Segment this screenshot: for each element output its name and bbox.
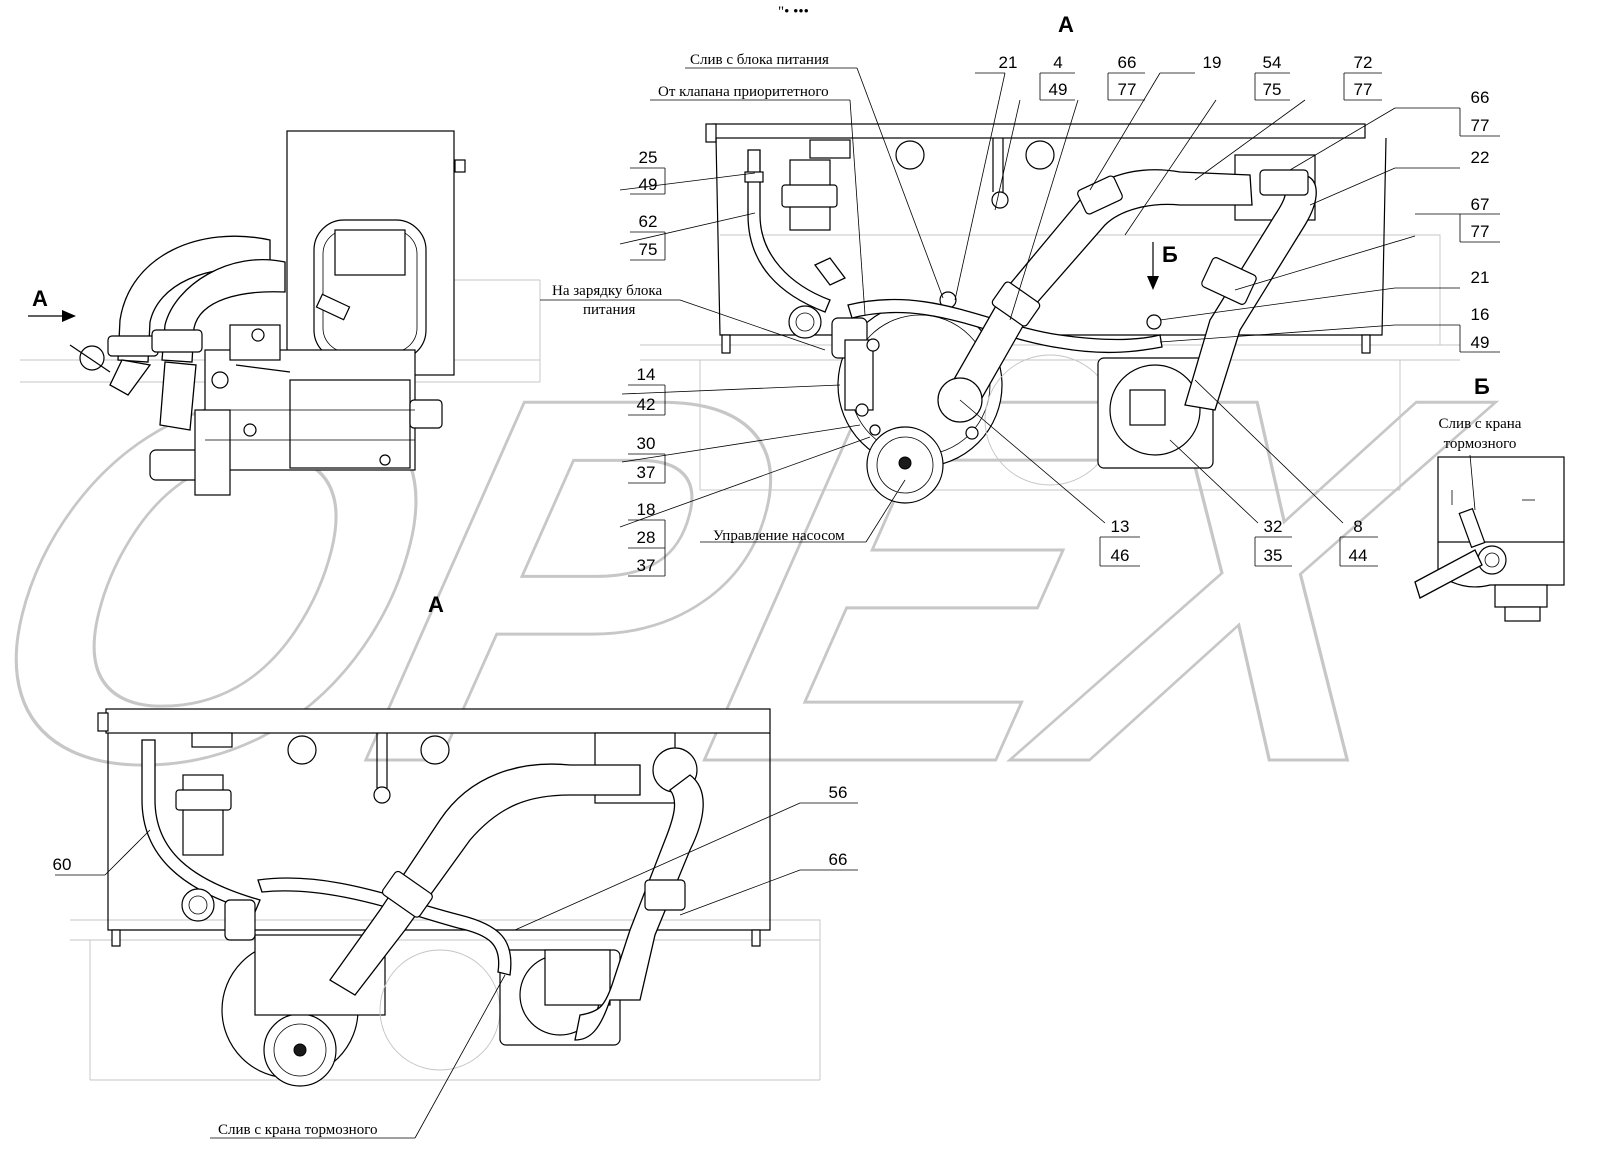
- pos-top-6: 72 77: [1343, 53, 1382, 101]
- pos-number: 67: [1471, 195, 1490, 214]
- pos-number: 8: [1353, 517, 1362, 536]
- pos-number: 46: [1111, 546, 1130, 565]
- leader-lines: [55, 67, 1476, 1139]
- pos-number: 77: [1354, 80, 1373, 99]
- header-mark: "• •••: [778, 4, 809, 20]
- pos-number: 16: [1471, 305, 1490, 324]
- pos-left-2: 62 75: [630, 212, 666, 261]
- pos-number: 32: [1264, 517, 1283, 536]
- pos-top-2: 4 49: [1039, 53, 1075, 101]
- pos-number: 49: [639, 175, 658, 194]
- pos-right-1: 66 77: [1459, 88, 1500, 137]
- pos-right-2: 22: [1471, 148, 1490, 167]
- pos-number: 22: [1471, 148, 1490, 167]
- pos-right-5: 16 49: [1459, 305, 1500, 353]
- lower-view-a: А: [70, 708, 821, 1087]
- callout-drain-power-unit: Слив с блока питания: [690, 52, 829, 68]
- view-b-detail: Б Б: [1147, 242, 1565, 622]
- pos-left-1: 25 49: [630, 148, 666, 195]
- view-arrow-a: А: [28, 286, 76, 322]
- pos-number: 18: [637, 500, 656, 519]
- pos-number: 77: [1471, 116, 1490, 135]
- pos-bottom-3: 8 44: [1339, 517, 1378, 567]
- side-view-label: А: [428, 592, 444, 617]
- pos-lower-56: 56: [829, 783, 848, 802]
- callout-from-priority-valve: От клапана приоритетного: [658, 84, 829, 100]
- pos-number: 37: [637, 463, 656, 482]
- callout-to-power-unit-charge-2: питания: [583, 302, 636, 318]
- position-numbers: 21 4 49 66 77 19 54 75 72: [53, 53, 1500, 874]
- pos-top-1: 21: [999, 53, 1018, 72]
- pos-number: 77: [1471, 222, 1490, 241]
- pos-number: 42: [637, 395, 656, 414]
- pos-bottom-2: 32 35: [1254, 517, 1292, 567]
- pos-number: 37: [637, 556, 656, 575]
- callout-brake-valve-drain-b-1: Слив с крана: [1439, 416, 1522, 432]
- callout-texts: Слив с блока питания От клапана приорите…: [218, 52, 1522, 1138]
- pos-number: 21: [999, 53, 1018, 72]
- side-view: А А: [20, 130, 541, 617]
- callout-brake-valve-drain-b-2: тормозного: [1444, 436, 1517, 452]
- pos-number: 72: [1354, 53, 1373, 72]
- pos-right-3: 67 77: [1415, 195, 1500, 243]
- pos-number: 19: [1203, 53, 1222, 72]
- pos-left-4: 30 37: [628, 434, 666, 484]
- view-arrow-b-letter: Б: [1162, 242, 1178, 267]
- callout-pump-control: Управление насосом: [713, 528, 845, 544]
- pos-number: 66: [1118, 53, 1137, 72]
- pos-number: 75: [639, 240, 658, 259]
- pos-top-4: 19: [1203, 53, 1222, 72]
- view-arrow-b: Б: [1147, 242, 1178, 290]
- pos-number: 35: [1264, 546, 1283, 565]
- pos-number: 44: [1349, 546, 1368, 565]
- pos-number: 4: [1053, 53, 1062, 72]
- pos-right-4: 21: [1471, 268, 1490, 287]
- pos-top-5: 54 75: [1254, 53, 1290, 101]
- pos-number: 28: [637, 528, 656, 547]
- pos-bottom-1: 13 46: [1099, 517, 1140, 567]
- main-view-title: А: [1058, 12, 1074, 37]
- pos-number: 30: [637, 434, 656, 453]
- pos-number: 49: [1471, 333, 1490, 352]
- pos-number: 21: [1471, 268, 1490, 287]
- pos-left-3: 14 42: [628, 365, 666, 416]
- pos-number: 14: [637, 365, 656, 384]
- view-b-title: Б: [1474, 374, 1490, 399]
- pos-left-5: 18 28 37: [628, 500, 666, 577]
- pos-number: 62: [639, 212, 658, 231]
- callout-to-power-unit-charge-1: На зарядку блока: [552, 283, 662, 299]
- pos-number: 13: [1111, 517, 1130, 536]
- pos-number: 75: [1263, 80, 1282, 99]
- pos-number: 25: [639, 148, 658, 167]
- pos-number: 49: [1049, 80, 1068, 99]
- pos-number: 54: [1263, 53, 1282, 72]
- main-view-a: А: [640, 12, 1460, 504]
- view-arrow-a-letter: А: [32, 286, 48, 311]
- pos-top-3: 66 77: [1107, 53, 1145, 101]
- pos-number: 66: [1471, 88, 1490, 107]
- callout-brake-valve-drain-lower: Слив с крана тормозного: [218, 1122, 378, 1138]
- pos-lower-66: 66: [829, 850, 848, 869]
- pos-lower-60: 60: [53, 855, 72, 874]
- pos-number: 77: [1118, 80, 1137, 99]
